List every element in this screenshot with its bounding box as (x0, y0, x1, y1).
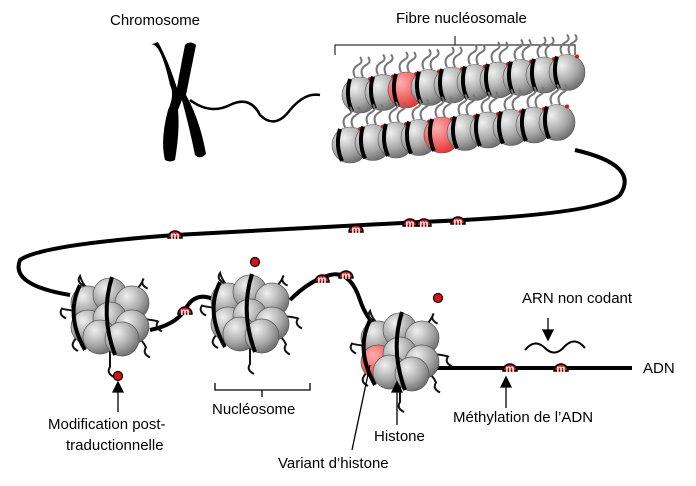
label-nucleosome: Nucléosome (212, 401, 296, 418)
nucleosome-bracket (214, 383, 311, 397)
label-methylation: Méthylation de l’ADN (453, 409, 594, 426)
svg-text:m: m (506, 364, 515, 375)
methylation-mark: m (502, 363, 518, 375)
post-translational-modification (432, 292, 444, 304)
label-variant: Variant d’histone (278, 455, 389, 472)
fibre-nucleosome (548, 33, 586, 91)
svg-text:m: m (352, 225, 361, 236)
nucleosomes (59, 256, 453, 413)
post-translational-modification (249, 256, 261, 268)
label-arn: ARN non codant (522, 290, 633, 307)
svg-text:m: m (181, 307, 190, 318)
methylation-mark: m (416, 218, 432, 230)
nucleosomal-fibre (331, 33, 586, 164)
fibre-bracket (334, 36, 576, 55)
methylation-mark: m (338, 270, 354, 282)
svg-text:m: m (420, 219, 429, 230)
label-histone: Histone (374, 428, 425, 445)
label-modification-1: Modification post- (48, 416, 166, 433)
annotation-arrows (111, 318, 555, 451)
nucleosome (59, 273, 163, 378)
methylation-mark: m (450, 216, 466, 228)
methylation-mark: m (348, 224, 364, 236)
svg-text:m: m (318, 275, 327, 286)
nucleosome (199, 270, 303, 375)
svg-text:m: m (557, 364, 566, 375)
label-fibre: Fibre nucléosomale (396, 10, 527, 27)
label-modification-2: traductionnelle (66, 437, 164, 454)
svg-text:m: m (171, 231, 180, 242)
dna-strand (16, 148, 627, 297)
methylation-mark: m (177, 306, 193, 318)
noncoding-rna-icon (524, 340, 586, 354)
svg-text:m: m (342, 271, 351, 282)
methylation-mark: m (167, 230, 183, 242)
chromosome-icon (150, 42, 321, 162)
label-adn: ADN (643, 360, 675, 377)
methylation-mark: m (314, 274, 330, 286)
svg-text:m: m (454, 217, 463, 228)
label-chromosome: Chromosome (110, 12, 201, 29)
methylation-mark: m (402, 218, 418, 230)
nucleosome-histone-variant (349, 308, 453, 413)
methylation-mark: m (553, 363, 569, 375)
post-translational-modification (112, 370, 124, 382)
fibre-nucleosome (538, 83, 576, 141)
svg-text:m: m (406, 219, 415, 230)
